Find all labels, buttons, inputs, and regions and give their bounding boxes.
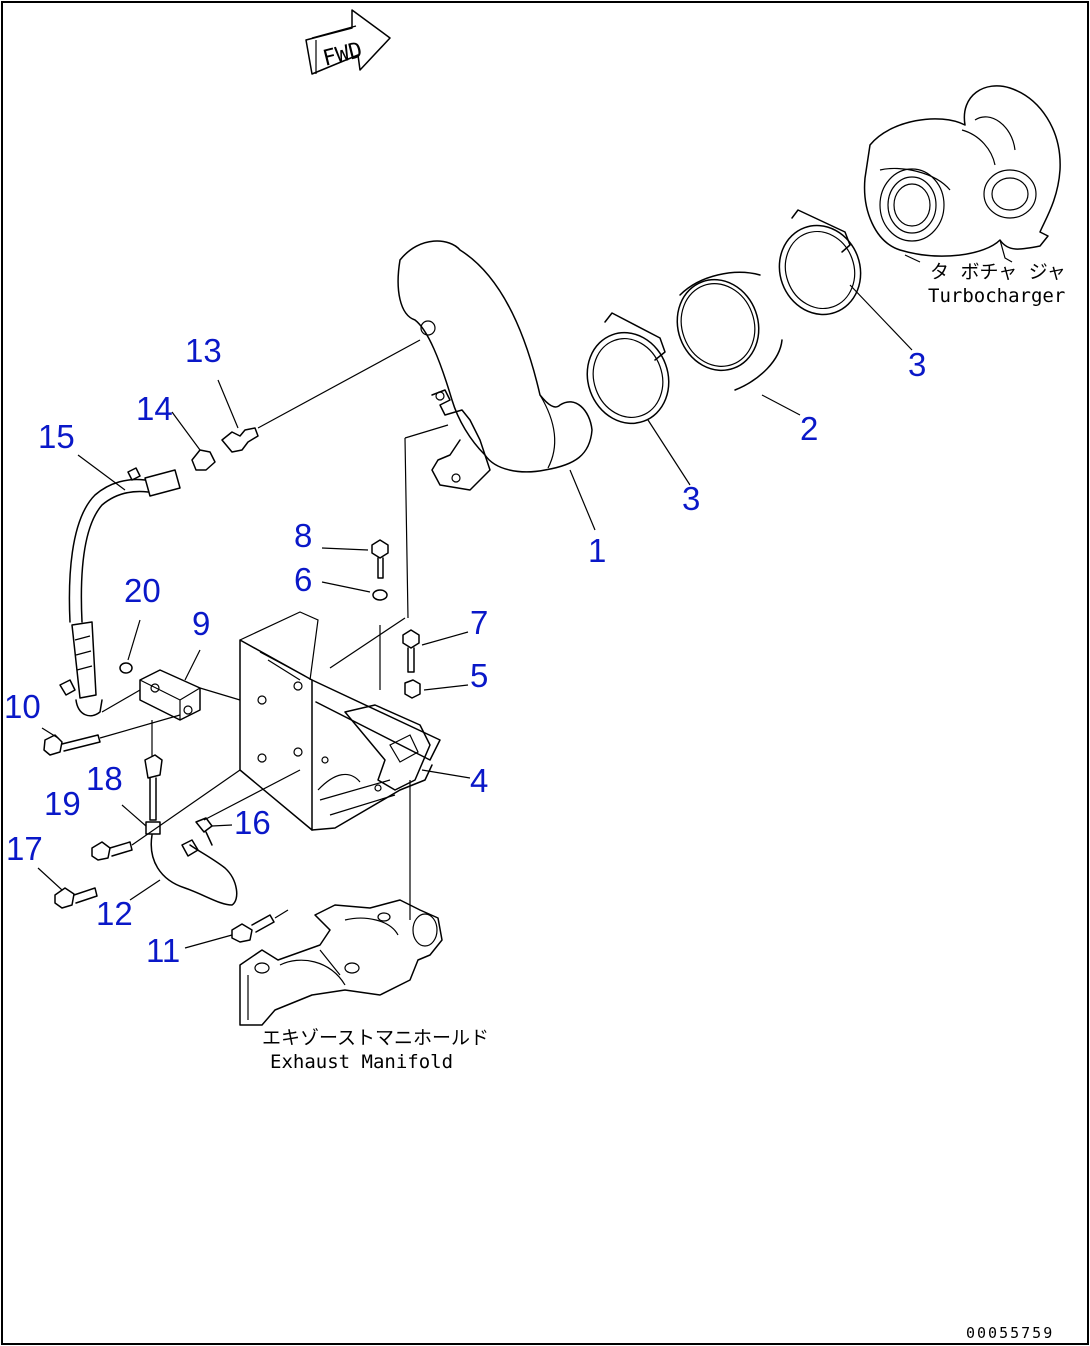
bolt-11-alignment-line [274,909,289,919]
leader-1 [569,469,596,531]
drawing-number: 00055759 [966,1324,1054,1342]
bolt-7-drawing [402,629,420,673]
callout-1: 1 [588,532,606,569]
bracket-alignment-line [404,424,449,619]
leader-9 [184,649,201,681]
bracket-drawing [239,611,441,831]
sleeve-drawing [676,271,783,391]
fwd-label: FWD [320,38,365,72]
block-9-drawing [139,669,201,721]
harness-12-drawing [150,834,238,906]
turbocharger-drawing [863,85,1061,263]
clip-alignment-line [203,769,301,821]
hose-block-line [101,689,141,713]
callout-3-upper: 3 [908,346,926,383]
leader-3-upper [849,284,913,351]
leader-3-lower [647,419,691,486]
bolt-17-drawing [54,887,98,909]
callout-9: 9 [192,605,210,642]
exhaust-manifold-jp-caption: エキゾーストマニホールド [262,1027,489,1049]
callout-2: 2 [800,410,818,447]
turbocharger-jp-caption: タ ボチャ ジャ [930,261,1066,283]
leader-2 [761,394,801,416]
leader-6 [321,581,371,593]
leader-16 [211,824,233,827]
exhaust-manifold-en-caption: Exhaust Manifold [270,1051,453,1073]
leader-20 [127,619,141,661]
callout-11: 11 [146,932,180,969]
callout-7: 7 [470,604,488,641]
nut-5-drawing [404,679,421,699]
clip-16-drawing [195,817,213,846]
connector-13-drawing [221,427,259,453]
callout-14: 14 [136,390,173,427]
callout-18: 18 [86,760,123,797]
leader-14 [171,411,201,451]
callout-3-lower: 3 [682,480,700,517]
leader-8 [321,547,369,551]
callout-13: 13 [185,332,222,369]
callout-4: 4 [470,762,488,799]
callout-8: 8 [294,517,312,554]
leader-13-to-pipe [257,339,421,429]
callout-20: 20 [124,572,161,609]
leader-17 [37,867,63,891]
callout-16: 16 [234,804,271,841]
hose-15-drawing [59,467,181,717]
fwd-arrow: FWD [305,9,391,75]
callout-10: 10 [4,688,41,725]
bolt-8-drawing [371,539,389,579]
callout-12: 12 [96,895,133,932]
bolt-11-drawing [231,914,275,943]
callout-17: 17 [6,830,43,867]
plug-20-drawing [119,662,133,674]
leader-7 [421,631,469,646]
leader-18 [121,804,147,827]
washer-6-drawing [372,589,388,601]
leader-11 [184,934,233,949]
callout-5: 5 [470,657,488,694]
bolt-19-alignment-line [131,769,241,846]
clamp-lower-drawing [586,312,670,425]
callout-15: 15 [38,418,75,455]
exhaust-pipe-drawing [397,240,593,491]
leader-4 [421,769,471,779]
bolt-19-drawing [91,841,133,861]
callout-19: 19 [44,785,81,822]
leader-15 [77,454,126,491]
turbocharger-en-caption: Turbocharger [928,285,1065,307]
leader-10 [41,727,59,739]
nut-14-drawing [191,449,216,471]
sensor-18-drawing [144,754,163,835]
callout-6: 6 [294,561,312,598]
exhaust-manifold-drawing [239,899,443,1026]
clamp-upper-drawing [778,209,862,316]
leader-12 [129,879,161,901]
leader-5 [423,684,469,691]
leader-13 [217,379,239,429]
block-alignment-line [199,687,241,701]
bolt-10-drawing [43,734,101,756]
bolt-10-alignment-line [99,714,181,739]
